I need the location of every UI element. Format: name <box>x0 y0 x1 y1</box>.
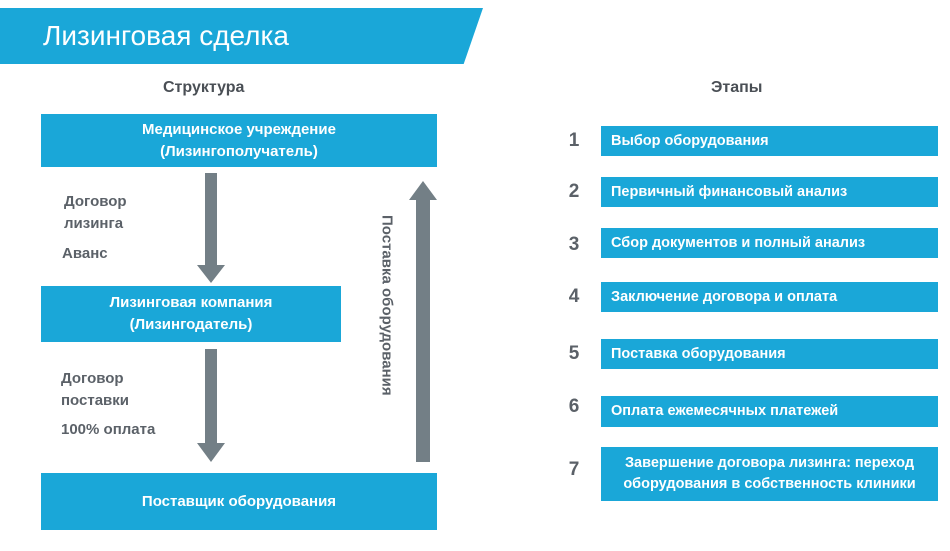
structure-heading: Структура <box>163 79 245 96</box>
customer-box: Медицинское учреждение (Лизингополучател… <box>41 114 437 167</box>
customer-name: Медицинское учреждение <box>142 120 336 138</box>
title-banner: Лизинговая сделка <box>0 8 483 64</box>
company-role: (Лизингодатель) <box>129 316 253 333</box>
stage-number: 4 <box>568 286 580 307</box>
arrow-down-supply-shaft <box>205 349 217 443</box>
leasing-company-box: Лизинговая компания (Лизингодатель) <box>41 286 341 342</box>
equipment-delivery-label: Поставка оборудования <box>378 214 396 396</box>
advance-label: Аванс <box>62 245 108 262</box>
stage-box: Оплата ежемесячных платежей <box>601 396 938 427</box>
stage-box: Выбор оборудования <box>601 126 938 156</box>
arrow-up-delivery-shaft <box>416 200 430 462</box>
page-title: Лизинговая сделка <box>43 20 289 51</box>
stage-box: Поставка оборудования <box>601 339 938 369</box>
supply-contract-label: Договор поставки <box>61 370 130 409</box>
lease-contract-label: Договор лизинга <box>64 193 127 232</box>
full-payment-label: 100% оплата <box>61 421 156 438</box>
stage-number: 2 <box>568 181 580 202</box>
stage-number: 5 <box>568 343 580 364</box>
stage-box: Заключение договора и оплата <box>601 282 938 312</box>
supplier-box: Поставщик оборудования <box>41 473 437 530</box>
company-name: Лизинговая компания <box>109 294 273 311</box>
stage-number: 3 <box>568 234 580 255</box>
stage-box: Первичный финансовый анализ <box>601 177 938 207</box>
stage-box: Сбор документов и полный анализ <box>601 228 938 258</box>
arrow-up-delivery-head <box>409 181 437 200</box>
arrow-down-lease-head <box>197 265 225 283</box>
customer-role: (Лизингополучатель) <box>160 142 318 160</box>
supplier-name: Поставщик оборудования <box>141 492 337 510</box>
arrow-down-supply-head <box>197 443 225 462</box>
arrow-down-lease-shaft <box>205 173 217 265</box>
stage-number: 1 <box>568 130 580 151</box>
stage-number: 6 <box>568 396 580 417</box>
stages-heading: Этапы <box>711 79 763 96</box>
stage-box: Завершение договора лизинга: переход обо… <box>601 447 938 501</box>
stage-number: 7 <box>568 459 580 480</box>
